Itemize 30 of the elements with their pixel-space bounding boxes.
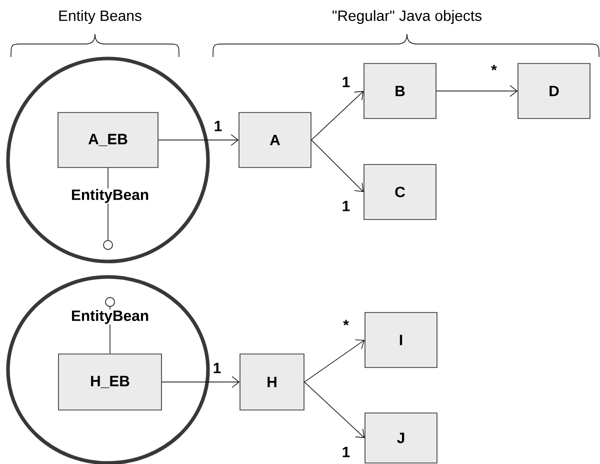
interface-lollipop: [103, 240, 113, 250]
multiplicity-label: 1: [214, 362, 221, 374]
interface-name: EntityBean: [70, 188, 150, 204]
class-box: C: [364, 164, 436, 220]
group-heading: Entity Beans: [59, 10, 142, 24]
interface-name: EntityBean: [70, 310, 150, 324]
association-arrow: [304, 382, 365, 438]
class-box: A_EB: [58, 112, 158, 168]
association-arrow: [436, 85, 518, 97]
class-box: D: [518, 63, 590, 119]
component-circle: [6, 56, 210, 264]
multiplicity-label: *: [343, 320, 349, 326]
class-box: H: [240, 354, 304, 410]
multiplicity-label: 1: [342, 76, 350, 88]
class-box: B: [364, 63, 436, 119]
association-arrow: [158, 134, 239, 146]
multiplicity-label: 1: [342, 200, 350, 212]
group-heading: "Regular" Java objects: [332, 10, 482, 24]
association-arrow: [304, 339, 365, 382]
class-box: J: [364, 412, 438, 464]
association-arrow: [162, 376, 240, 388]
class-box: I: [364, 312, 438, 368]
association-arrow: [311, 140, 364, 192]
multiplicity-label: 1: [214, 120, 222, 132]
multiplicity-label: 1: [342, 446, 350, 458]
class-box: A: [238, 112, 312, 168]
association-arrow: [311, 91, 364, 140]
interface-lollipop: [105, 297, 115, 307]
multiplicity-label: *: [491, 64, 497, 70]
class-box: H_EB: [58, 354, 162, 410]
